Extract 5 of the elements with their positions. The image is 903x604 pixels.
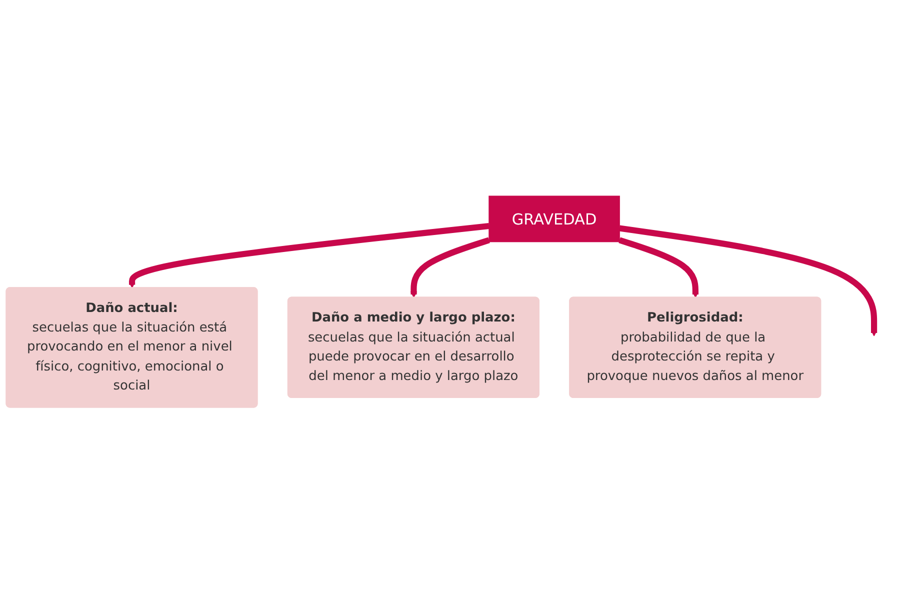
arrow bbox=[618, 237, 699, 298]
arrow bbox=[128, 223, 490, 288]
node-box: GRAVEDAD bbox=[488, 196, 620, 242]
arrow bbox=[619, 226, 878, 337]
arrow bbox=[410, 237, 490, 298]
